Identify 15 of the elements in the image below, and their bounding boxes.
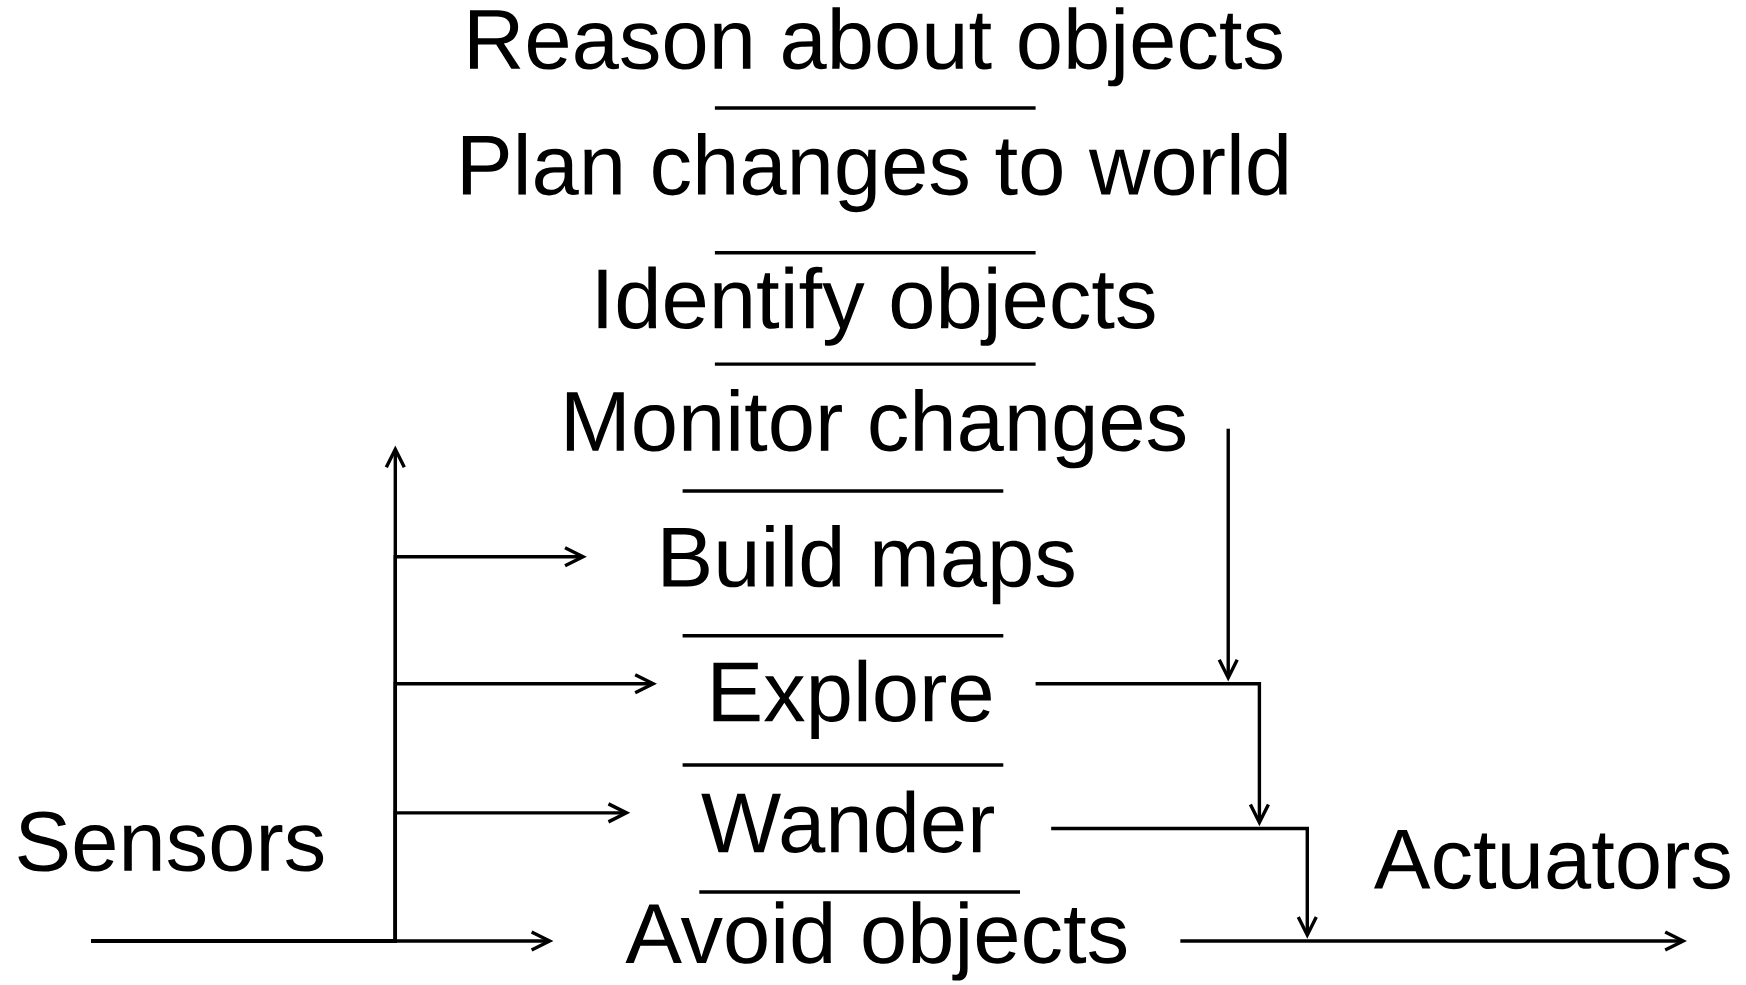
arrow <box>1051 826 1318 939</box>
layer-label: Plan changes to world <box>462 132 1287 212</box>
io-label: Sensors <box>18 811 324 872</box>
layer-label: Avoid objects <box>625 901 1127 981</box>
arrow <box>1180 930 1687 952</box>
arrow <box>1217 428 1239 682</box>
layer-label: Explore <box>713 659 991 739</box>
layer-label: Monitor changes <box>566 388 1186 469</box>
arrow <box>1035 681 1270 826</box>
arrow <box>91 930 554 952</box>
layer-label: Build maps <box>663 524 1074 604</box>
io-label: Actuators <box>1374 829 1730 890</box>
layer-label: Wander <box>701 790 994 853</box>
layer-label: Reason about objects <box>470 6 1282 87</box>
layer-label: Identify objects <box>598 266 1155 346</box>
